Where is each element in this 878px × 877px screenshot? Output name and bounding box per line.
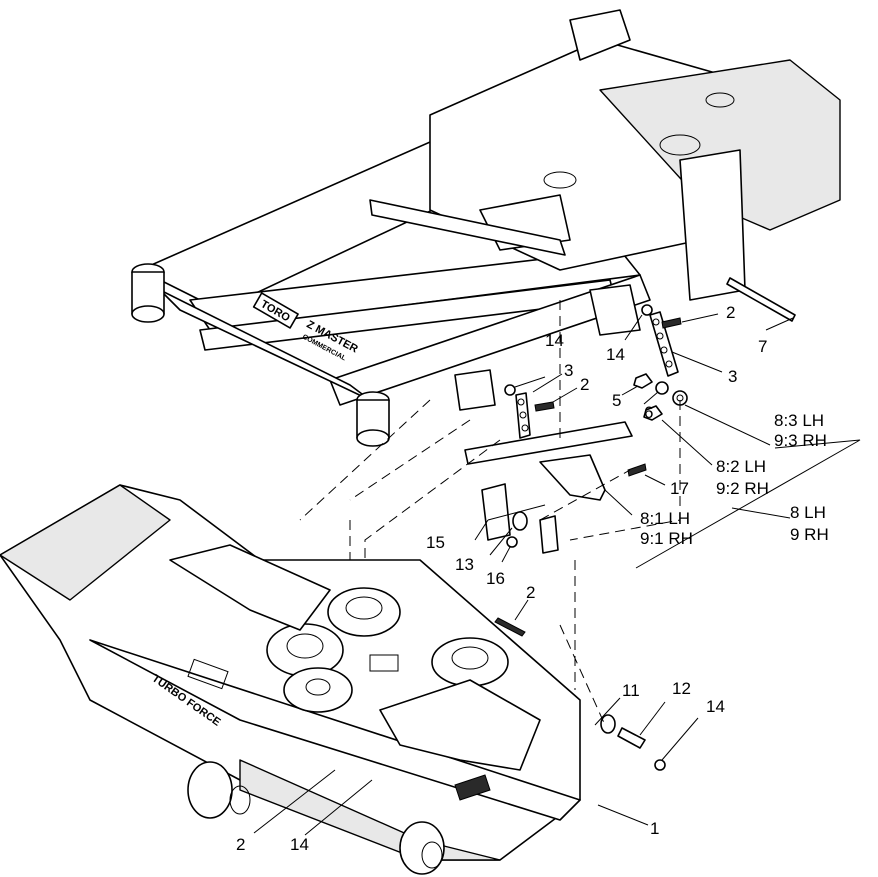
- washer: [655, 381, 669, 395]
- frame-lh-hanger-bracket: [454, 369, 496, 411]
- callout-8-3-lh: 8:3 LH: [774, 411, 824, 430]
- callout-14-right: 14: [706, 697, 725, 716]
- nut-8-2: [643, 405, 663, 421]
- spindle-pulley-left: [283, 667, 353, 713]
- callout-6: 6: [644, 403, 653, 422]
- callout-2-deck-top: 2: [526, 583, 535, 602]
- hanger-rod: [464, 421, 633, 465]
- bolt-rear: [661, 317, 682, 329]
- deck-roller-left-front: [187, 761, 233, 819]
- callout-9-1-rh: 9:1 RH: [640, 529, 693, 548]
- locknut-rear: [641, 304, 653, 316]
- long-bolt: [726, 277, 796, 322]
- frame-front-rail: [329, 274, 651, 406]
- belt-cover-right: [379, 679, 541, 771]
- rh-hanger-link: [649, 311, 679, 377]
- mower-frame: TORO Z MASTER COMMERCIAL: [131, 9, 841, 447]
- bolt-front: [534, 401, 555, 412]
- deck-front-skirt: [239, 759, 501, 861]
- frame-upright: [569, 9, 631, 61]
- nut: [633, 373, 653, 389]
- callout-9-rh: 9 RH: [790, 525, 829, 544]
- callout-16: 16: [486, 569, 505, 588]
- mower-deck: TURBO FORCE: [0, 484, 581, 875]
- deck-roller-right-front: [399, 821, 445, 875]
- callout-9-2-rh: 9:2 RH: [716, 479, 769, 498]
- hanger-arm: [539, 454, 606, 501]
- callout-8-2-lh: 8:2 LH: [716, 457, 766, 476]
- belt-cover-left: [169, 544, 331, 631]
- spacer: [512, 511, 528, 531]
- spacer-11: [600, 714, 616, 734]
- locknut-16: [506, 536, 518, 548]
- callout-1: 1: [650, 819, 659, 838]
- callout-2-left-link: 2: [580, 375, 589, 394]
- bolt-17: [627, 463, 647, 477]
- frame-rh-hanger-bracket: [589, 284, 641, 336]
- spindle-pulley-right: [431, 637, 509, 687]
- callout-labels: 1 2 2 2 2 3 3 5 6 7 8:3 LH 9:3 RH 8:2 LH…: [236, 303, 829, 854]
- callout-8-1-lh: 8:1 LH: [640, 509, 690, 528]
- callout-3-right: 3: [728, 367, 737, 386]
- callout-3-left: 3: [564, 361, 573, 380]
- callout-14-bottom: 14: [290, 835, 309, 854]
- callout-17: 17: [670, 479, 689, 498]
- callout-5: 5: [612, 391, 621, 410]
- callout-2-deck-bottom: 2: [236, 835, 245, 854]
- spindle-pulley-idler: [266, 623, 344, 677]
- callout-2-rear-link: 2: [726, 303, 735, 322]
- bolt-12: [617, 727, 646, 749]
- callout-14-left: 14: [545, 331, 564, 350]
- frame-side-plate: [679, 149, 746, 301]
- callout-9-3-rh: 9:3 RH: [774, 431, 827, 450]
- callout-14-mid: 14: [606, 345, 625, 364]
- callout-12: 12: [672, 679, 691, 698]
- callout-8-lh: 8 LH: [790, 503, 826, 522]
- callout-11: 11: [622, 681, 640, 700]
- deck-discharge-chute: [0, 484, 171, 601]
- callout-13: 13: [455, 555, 474, 574]
- deck-mount-bracket: [481, 483, 511, 541]
- callout-15: 15: [426, 533, 445, 552]
- callout-7: 7: [758, 337, 767, 356]
- frame-axle-tube: [369, 199, 566, 256]
- deck-warning-decal: [454, 774, 491, 801]
- leader-lines: [253, 313, 861, 836]
- deck-bolt-top: [494, 617, 526, 637]
- spindle-pulley-center: [327, 587, 401, 637]
- locknut-right: [654, 759, 666, 771]
- locknut-front: [504, 384, 516, 396]
